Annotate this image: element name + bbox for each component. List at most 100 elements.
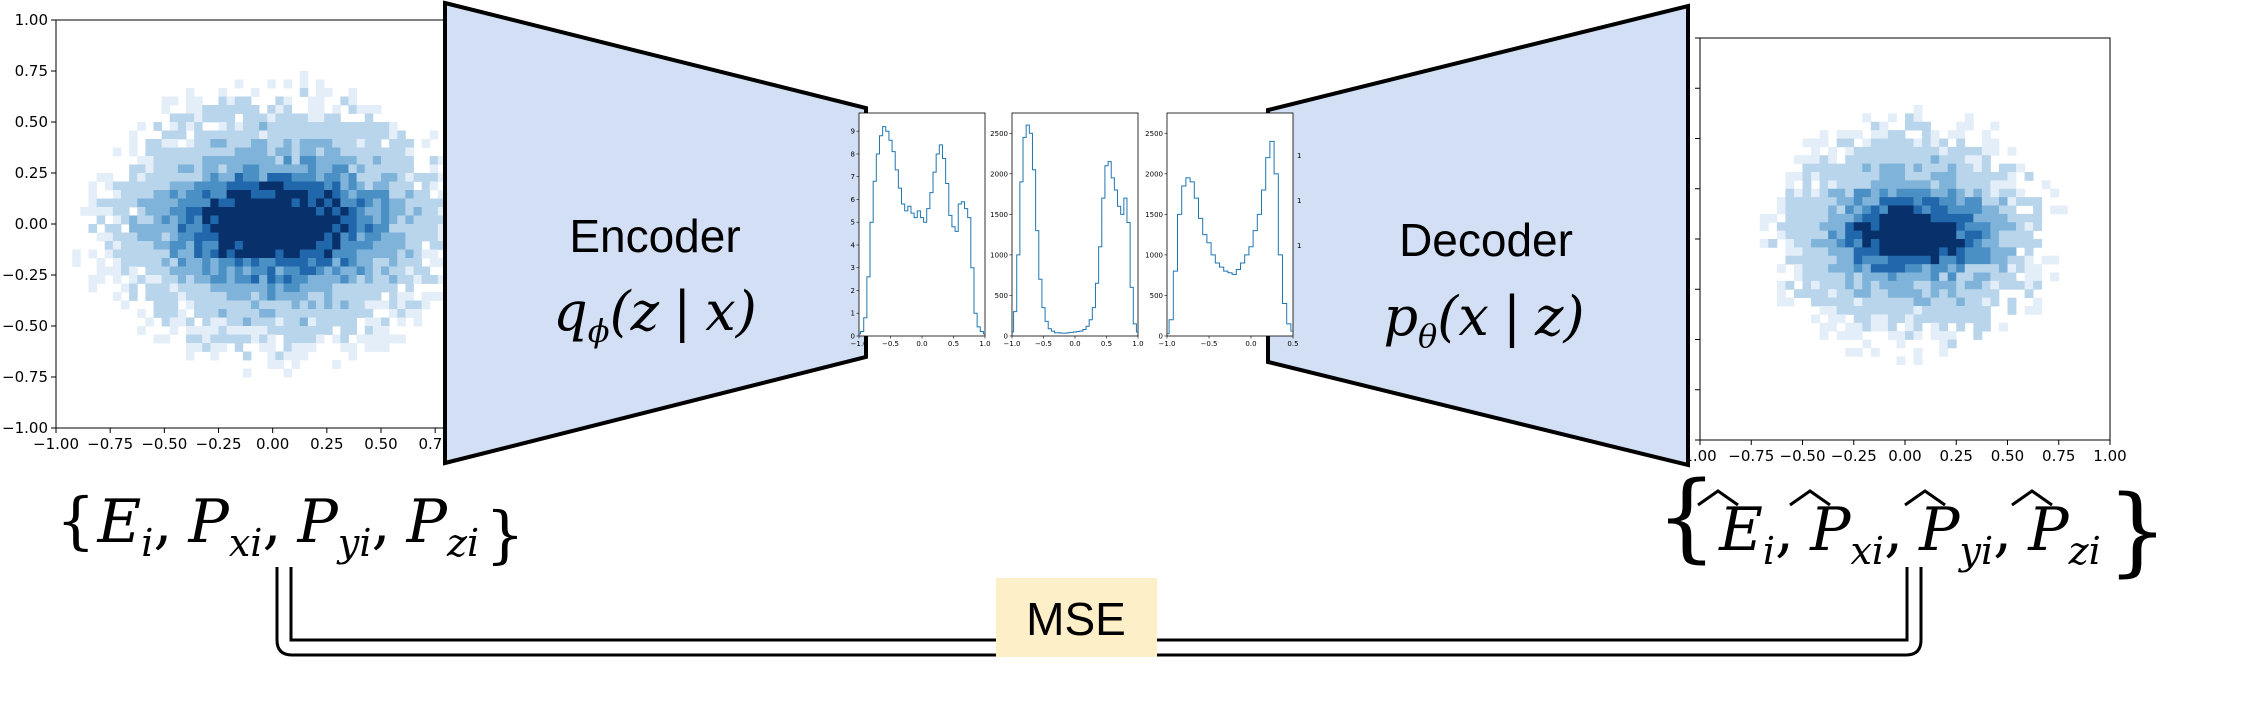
heatmap-cell — [1922, 247, 1932, 257]
heatmap-cell — [1845, 138, 1855, 148]
heatmap-cell — [121, 198, 130, 208]
heatmap-cell — [1930, 297, 1940, 307]
heatmap-cell — [112, 207, 122, 216]
heatmap-cell — [104, 198, 114, 208]
heatmap-cell — [161, 224, 171, 233]
heatmap-cell — [340, 198, 349, 208]
heatmap-cell — [96, 275, 106, 284]
heatmap-cell — [259, 207, 268, 216]
heatmap-cell — [372, 343, 382, 352]
heatmap-cell — [1887, 155, 1897, 165]
heatmap-cell — [1819, 188, 1829, 198]
heatmap-cell — [1845, 213, 1855, 223]
heatmap-cell — [153, 241, 163, 250]
heatmap-cell — [259, 147, 268, 157]
heatmap-cell — [283, 300, 293, 310]
heatmap-cell — [1836, 222, 1846, 232]
heatmap-cell — [1896, 339, 1906, 349]
heatmap-cell — [397, 215, 406, 225]
heatmap-cell — [226, 190, 236, 199]
heatmap-cell — [1964, 289, 1974, 299]
heatmap-cell — [112, 249, 122, 259]
heatmap-cell — [1862, 264, 1872, 273]
heatmap-cell — [283, 275, 293, 284]
heatmap-cell — [1811, 247, 1820, 257]
heatmap-cell — [96, 198, 106, 208]
heatmap-cell — [1887, 172, 1897, 181]
heatmap-cell — [332, 309, 341, 318]
heatmap-cell — [307, 130, 317, 140]
heatmap-cell — [348, 249, 358, 259]
heatmap-cell — [283, 113, 293, 123]
heatmap-cell — [1973, 163, 1983, 173]
heatmap-cell — [1973, 172, 1983, 181]
heatmap-cell — [177, 258, 187, 267]
heatmap-cell — [356, 198, 366, 208]
heatmap-cell — [291, 215, 301, 225]
heatmap-cell — [1990, 197, 2000, 206]
heatmap-cell — [218, 122, 228, 131]
heatmap-cell — [1956, 306, 1966, 315]
heatmap-cell — [267, 190, 276, 199]
heatmap-cell — [218, 292, 228, 301]
heatmap-cell — [421, 207, 431, 216]
heatmap-cell — [1973, 222, 1983, 232]
heatmap-cell — [242, 317, 252, 327]
heatmap-cell — [291, 258, 301, 267]
heatmap-cell — [161, 130, 171, 140]
heatmap-cell — [372, 147, 382, 157]
heatmap-cell — [1947, 289, 1957, 299]
heatmap-cell — [137, 190, 146, 199]
heatmap-cell — [1913, 113, 1923, 123]
heatmap-cell — [194, 249, 203, 259]
heatmap-cell — [1828, 146, 1838, 156]
heatmap-cell — [389, 181, 398, 191]
x-tick-label: 1.0 — [1132, 340, 1143, 348]
heatmap-cell — [210, 156, 219, 165]
heatmap-cell — [332, 334, 341, 344]
x-tick-label: 0.5 — [1101, 340, 1112, 348]
heatmap-cell — [413, 300, 423, 310]
heatmap-cell — [153, 275, 163, 284]
heatmap-cell — [104, 181, 114, 191]
heatmap-cell — [405, 258, 414, 267]
heatmap-cell — [429, 181, 439, 191]
heatmap-cell — [1819, 331, 1829, 340]
heatmap-cell — [332, 207, 341, 216]
heatmap-cell — [372, 249, 382, 259]
heatmap-cell — [405, 224, 414, 233]
heatmap-cell — [1956, 230, 1966, 240]
heatmap-cell — [234, 292, 244, 301]
heatmap-cell — [291, 360, 301, 369]
heatmap-cell — [112, 275, 122, 284]
heatmap-cell — [332, 317, 341, 327]
heatmap-cell — [194, 156, 203, 165]
heatmap-cell — [218, 130, 228, 140]
heatmap-cell — [2050, 272, 2060, 282]
heatmap-cell — [161, 275, 171, 284]
heatmap-cell — [1887, 322, 1897, 332]
heatmap-cell — [202, 326, 211, 335]
heatmap-cell — [2033, 306, 2043, 315]
heatmap-cell — [259, 275, 268, 284]
heatmap-cell — [1768, 239, 1778, 248]
heatmap-cell — [1819, 264, 1829, 273]
heatmap-cell — [2016, 197, 2025, 206]
heatmap-cell — [291, 198, 301, 208]
heatmap-cell — [316, 130, 325, 140]
heatmap-cell — [1981, 297, 1991, 307]
heatmap-cell — [364, 249, 374, 259]
heatmap-cell — [299, 181, 309, 191]
heatmap-cell — [88, 181, 98, 191]
heatmap-cell — [226, 258, 236, 267]
heatmap-cell — [121, 258, 130, 267]
y-tick-label: 7 — [851, 173, 855, 181]
heatmap-cell — [1879, 280, 1889, 290]
heatmap-cell — [267, 181, 276, 191]
heatmap-cell — [1998, 188, 2008, 198]
heatmap-cell — [1836, 247, 1846, 257]
heatmap-cell — [397, 309, 406, 318]
heatmap-cell — [186, 300, 195, 310]
heatmap-cell — [316, 156, 325, 165]
